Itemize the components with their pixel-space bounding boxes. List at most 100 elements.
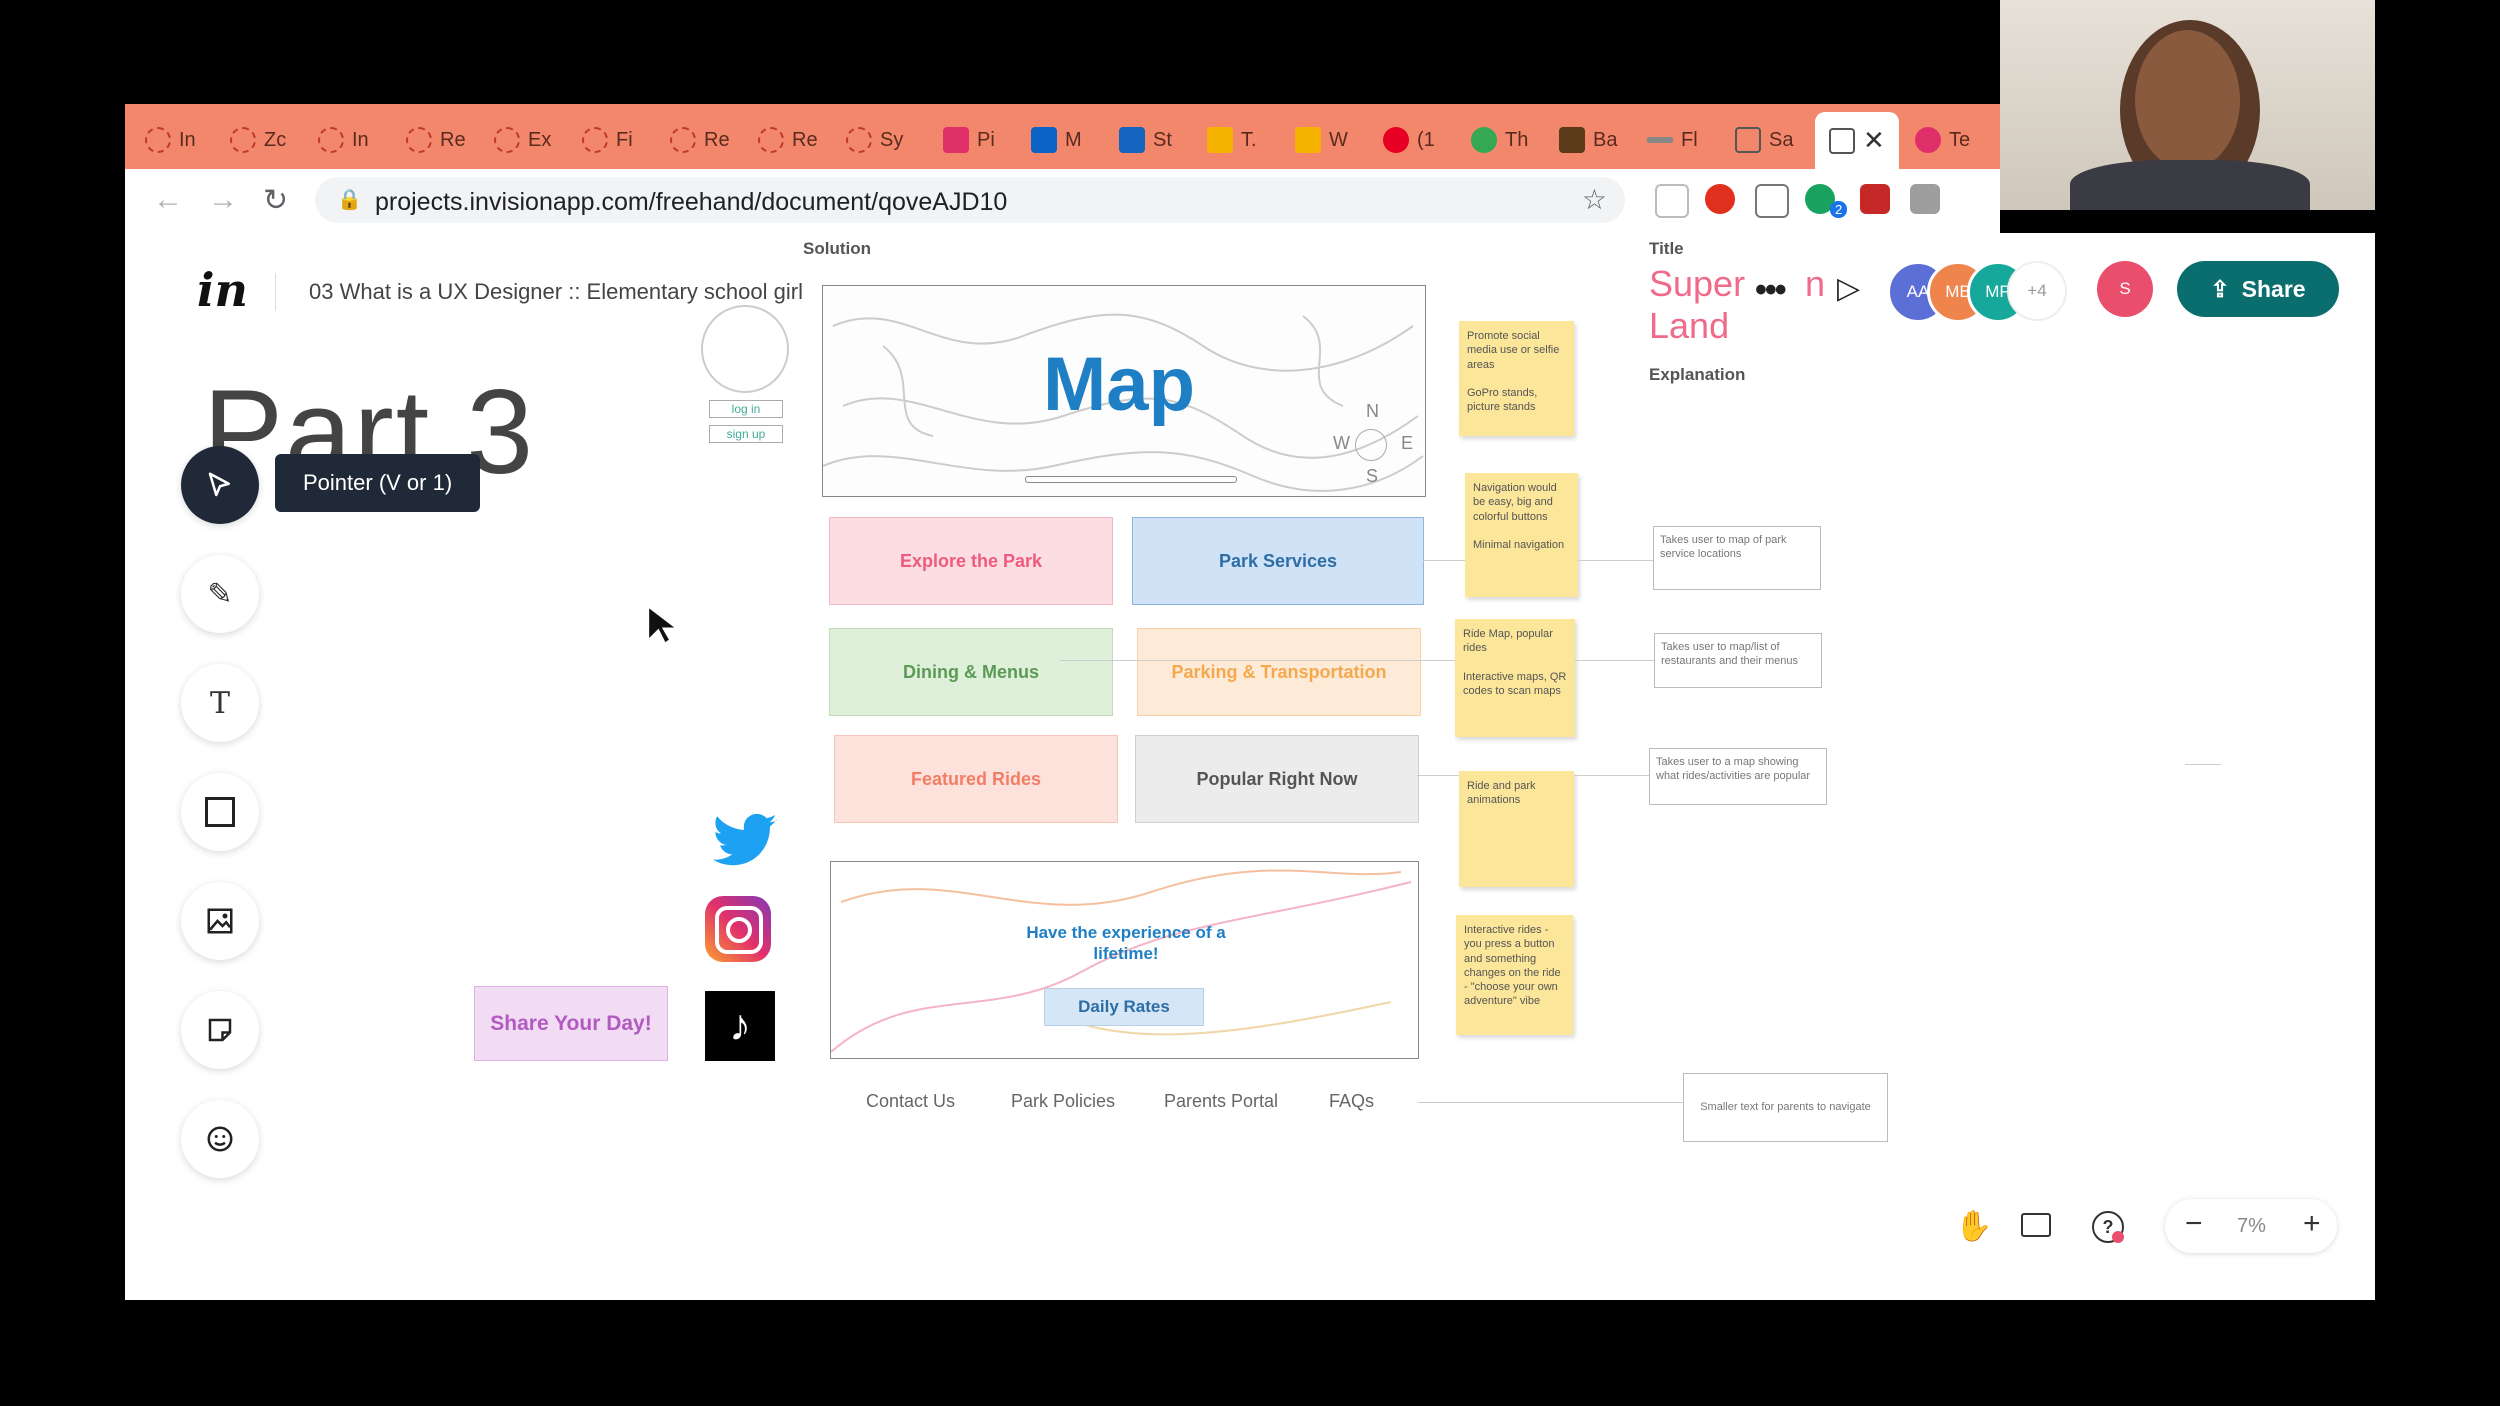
browser-tab[interactable]: Th <box>1471 118 1528 162</box>
banner-text: Have the experience of a lifetime! <box>1026 923 1226 963</box>
extension-icon[interactable] <box>1755 184 1789 218</box>
browser-tab[interactable]: Re <box>758 118 818 162</box>
sticker-tool[interactable] <box>181 1100 259 1178</box>
browser-tab[interactable]: Pi <box>943 118 995 162</box>
board-title-obscured: n <box>1805 263 1826 304</box>
sticky-note[interactable]: Promote social media use or selfie areas… <box>1459 321 1574 436</box>
solution-label: Solution <box>803 239 871 258</box>
pointer-icon <box>208 472 230 497</box>
browser-tab[interactable]: In <box>145 118 196 162</box>
tab-favicon-icon <box>1915 127 1941 153</box>
parking-transportation-button-mock: Parking & Transportation <box>1137 628 1421 716</box>
browser-tab[interactable]: Re <box>670 118 730 162</box>
share-icon: ⇪ <box>2210 275 2230 302</box>
browser-tab[interactable]: Te <box>1915 118 1970 162</box>
webcam-overlay <box>2000 0 2375 210</box>
sticker-icon <box>207 1126 233 1152</box>
invision-logo[interactable]: in <box>197 263 248 317</box>
browser-tab[interactable]: Ex <box>494 118 551 162</box>
acrobat-icon[interactable] <box>1860 184 1890 214</box>
tab-favicon-icon <box>1735 127 1761 153</box>
pencil-icon: ✎ <box>207 577 233 611</box>
image-tool[interactable] <box>181 882 259 960</box>
browser-tab[interactable]: (1 <box>1383 118 1435 162</box>
explanation-note[interactable]: Takes user to map/list of restaurants an… <box>1654 633 1822 688</box>
forward-icon[interactable]: → <box>208 183 238 216</box>
more-options-icon[interactable]: ••• <box>1755 271 1787 309</box>
sticky-note[interactable]: Ride and park animations <box>1459 771 1574 887</box>
footer-link-contact: Contact Us <box>866 1091 956 1111</box>
zoom-level[interactable]: 7% <box>2237 1215 2266 1237</box>
browser-tab[interactable]: W <box>1295 118 1348 162</box>
avatar[interactable]: S <box>2097 261 2153 317</box>
explanation-note[interactable]: Takes user to map of park service locati… <box>1653 526 1821 590</box>
profile-placeholder-icon <box>701 305 789 393</box>
footer-link-parents: Parents Portal <box>1164 1091 1279 1111</box>
sticky-note-tool[interactable] <box>181 991 259 1069</box>
pointer-tooltip: Pointer (V or 1) <box>275 454 481 512</box>
header-divider <box>275 273 276 311</box>
document-title[interactable]: 03 What is a UX Designer :: Elementary s… <box>309 279 803 304</box>
explanation-label: Explanation <box>1649 365 1746 384</box>
compass-icon <box>1355 429 1387 461</box>
freehand-icon <box>1829 127 1855 154</box>
tab-favicon-icon <box>1295 127 1321 153</box>
pointer-tool[interactable] <box>181 446 259 524</box>
twitter-icon <box>712 813 777 866</box>
zoom-out-button[interactable]: − <box>2185 1207 2203 1240</box>
compass-west: W <box>1333 433 1350 453</box>
text-icon: T <box>209 685 230 721</box>
browser-tab[interactable]: M <box>1031 118 1082 162</box>
gmail-icon <box>145 127 171 153</box>
browser-tab[interactable]: Sy <box>846 118 903 162</box>
back-icon[interactable]: ← <box>153 183 183 216</box>
sticky-note[interactable]: Interactive rides - you press a button a… <box>1456 915 1573 1035</box>
featured-rides-button-mock: Featured Rides <box>834 735 1118 823</box>
browser-tab[interactable]: Ba <box>1559 118 1617 162</box>
reload-icon[interactable]: ↻ <box>263 184 289 217</box>
browser-tab[interactable]: Zc <box>230 118 286 162</box>
loading-icon <box>846 127 872 153</box>
pinterest-icon <box>1383 127 1409 153</box>
tab-favicon-icon <box>1207 127 1233 153</box>
browser-tab[interactable]: Re <box>406 118 466 162</box>
loading-icon <box>318 127 344 153</box>
pencil-tool[interactable]: ✎ <box>181 555 259 633</box>
share-button[interactable]: ⇪Share <box>2177 261 2339 317</box>
loading-icon <box>582 127 608 153</box>
browser-tab[interactable]: Fi <box>582 118 633 162</box>
help-icon[interactable]: ? <box>2092 1211 2124 1243</box>
map-topography-icon <box>823 313 1424 492</box>
map-scrollbar <box>1025 476 1237 483</box>
close-tab-icon[interactable]: ✕ <box>1863 125 1885 155</box>
sticky-note[interactable]: Ride Map, popular rides Interactive maps… <box>1455 619 1575 737</box>
extension-icon[interactable] <box>1655 184 1689 218</box>
compass-north: N <box>1366 401 1379 421</box>
browser-tab-active[interactable]: ✕ <box>1815 112 1899 169</box>
browser-tab-bar: In Zc In Re Ex Fi Re Re Sy Pi M St T. W … <box>125 104 2000 169</box>
explanation-note[interactable]: Takes user to a map showing what rides/a… <box>1649 748 1827 805</box>
sticky-note[interactable]: Navigation would be easy, big and colorf… <box>1465 473 1578 597</box>
rectangle-tool[interactable] <box>181 773 259 851</box>
keyboard-shortcuts-icon[interactable] <box>2021 1213 2051 1237</box>
hand-tool-icon[interactable]: ✋ <box>1955 1210 1993 1243</box>
freehand-canvas[interactable]: in 03 What is a UX Designer :: Elementar… <box>125 233 2375 1300</box>
explanation-note[interactable]: Smaller text for parents to navigate <box>1683 1073 1888 1142</box>
board-title-text: Super Land <box>1649 263 1746 346</box>
bookmark-star-icon[interactable]: ☆ <box>1581 184 1607 215</box>
more-collaborators-badge[interactable]: +4 <box>2007 261 2067 321</box>
park-services-button-mock: Park Services <box>1132 517 1424 605</box>
play-presentation-icon[interactable]: ▷ <box>1837 272 1861 305</box>
extension-icon[interactable] <box>1910 184 1940 214</box>
browser-tab[interactable]: Sa <box>1735 118 1793 162</box>
adblock-icon[interactable] <box>1705 184 1735 214</box>
zoom-in-button[interactable]: + <box>2303 1207 2321 1240</box>
browser-tab[interactable]: T. <box>1207 118 1257 162</box>
address-bar[interactable]: 🔒 projects.invisionapp.com/freehand/docu… <box>315 177 1625 223</box>
image-icon <box>207 908 233 934</box>
browser-tab[interactable]: St <box>1119 118 1172 162</box>
text-tool[interactable]: T <box>181 664 259 742</box>
browser-tab[interactable]: In <box>318 118 369 162</box>
browser-toolbar: ← → ↻ 🔒 projects.invisionapp.com/freehan… <box>125 169 2000 234</box>
browser-tab[interactable]: Fl <box>1647 118 1698 162</box>
